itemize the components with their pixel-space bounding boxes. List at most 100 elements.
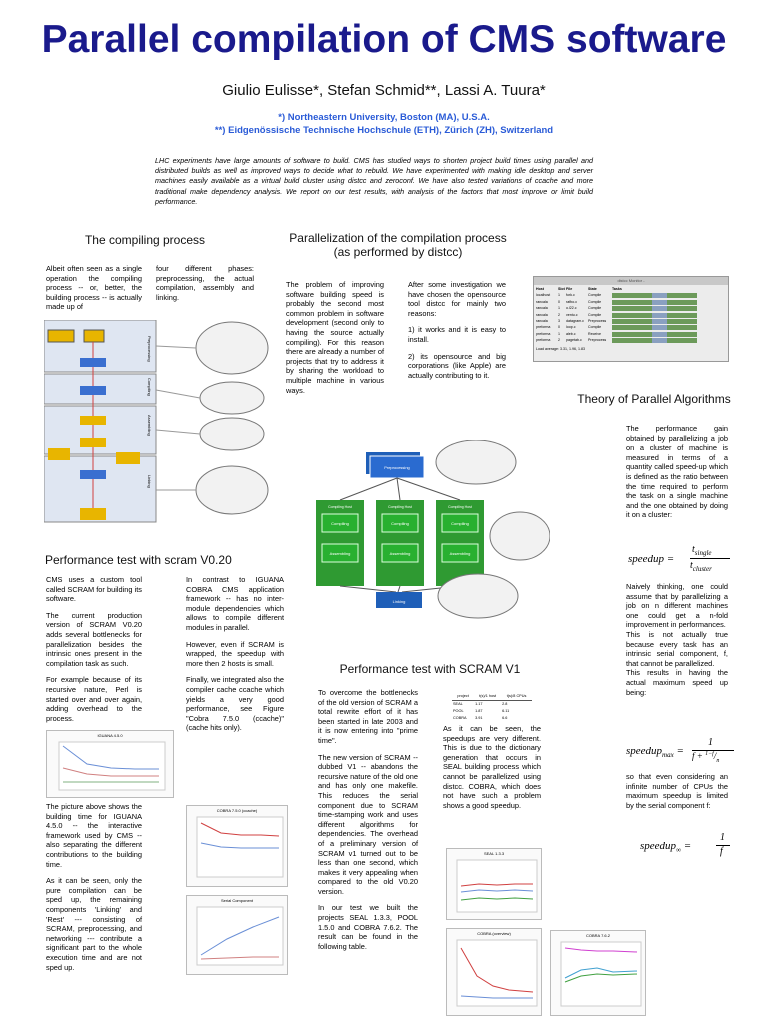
compiling-text-1: Albeit often seen as a single operation … — [46, 264, 142, 312]
paragraph: In contrast to IGUANA COBRA CMS applicat… — [186, 575, 284, 632]
source-file-box — [47, 329, 75, 343]
paragraph: The picture above shows the building tim… — [46, 802, 142, 869]
equation-speedup-max: speedupmax = 1 f + 1−f/n — [626, 737, 738, 767]
cobra-overview-chart: COBRA (overview) — [446, 928, 542, 1016]
cobra-762-chart-title: COBRA 7.6.2 — [585, 933, 610, 938]
paragraph: For example because of its recursive nat… — [46, 675, 142, 723]
series-line — [460, 995, 533, 999]
cobra-ccache-chart: COBRA 7.5.0 (ccache) — [186, 805, 288, 887]
table-cell: 2.8 — [502, 702, 508, 706]
series-line — [460, 947, 534, 993]
distcc-text-2: After some investigation we have chosen … — [408, 280, 506, 387]
cobra-ccache-chart-plot — [196, 816, 284, 878]
monitor-row: rancala 2 ventu.c Compile — [536, 312, 726, 318]
connector — [155, 429, 201, 435]
plot-area — [456, 939, 538, 1007]
flow-arrow — [397, 585, 401, 593]
linking-box — [376, 592, 422, 608]
heading-compiling-process: The compiling process — [84, 233, 206, 247]
note-cloud — [199, 417, 265, 451]
monitor-cell: Compile — [588, 312, 602, 317]
paragraph: This results in having the actual maximu… — [626, 668, 728, 697]
series-line — [564, 947, 638, 953]
monitor-cell: State — [588, 287, 597, 291]
monitor-cell: loop.c — [566, 325, 576, 330]
affiliation-1: *) Northeastern University, Boston (MA),… — [278, 112, 490, 123]
note-cloud — [195, 465, 269, 515]
scram020-text-1: CMS uses a custom tool called SCRAM for … — [46, 575, 142, 730]
phase-label-compiling: Compiling — [147, 378, 152, 396]
table-cell: 6.6 — [502, 716, 508, 720]
flow-arrow — [396, 477, 401, 501]
paragraph: 2) its opensource and big corporations (… — [408, 351, 506, 380]
assemble-box — [321, 543, 359, 563]
flow-arrow — [396, 477, 461, 501]
compile-box — [441, 513, 479, 533]
series-line — [200, 822, 280, 837]
monitor-cell: 1 — [558, 306, 560, 311]
task-bar — [612, 299, 712, 305]
paragraph: This is not actually true because every … — [626, 629, 728, 668]
paragraph: To overcome the bottlenecks of the old v… — [318, 688, 418, 745]
paragraph: As it can be seen, only the pure compila… — [46, 876, 142, 972]
monitor-cell: rancala — [536, 312, 548, 317]
object-node — [80, 438, 106, 447]
series-line — [200, 842, 279, 849]
paragraph: In our test we built the projects SEAL 1… — [318, 903, 418, 951]
flow-arrow — [339, 585, 397, 593]
monitor-cell: 1 — [558, 293, 560, 298]
obj-file-a — [48, 448, 70, 460]
compile-box — [381, 513, 419, 533]
compile-label: Compiling — [331, 521, 349, 526]
assemble-label: Assembling — [390, 551, 411, 556]
theory-text-1: The performance gain obtained by paralle… — [626, 424, 728, 520]
series-line — [564, 967, 638, 979]
cobra-762-chart-plot — [560, 941, 642, 1007]
monitor-cell: 2 — [558, 312, 560, 317]
task-bar — [612, 338, 712, 344]
monitor-cell: rancala — [536, 299, 548, 304]
monitor-cell: datagram.c — [566, 319, 584, 324]
compile-label: Compiling — [451, 521, 469, 526]
heading-line: (as performed by distcc) — [333, 245, 463, 259]
assemble-box — [441, 543, 479, 563]
host-column-1: Compiling Host Compiling Assembling — [316, 500, 364, 586]
connector — [155, 345, 197, 349]
assemble-label: Assembling — [330, 551, 351, 556]
poster-title: Parallel compilation of CMS software — [41, 18, 727, 61]
seal-chart-title: SEAL 1.3.3 — [483, 851, 505, 856]
plot-area — [456, 859, 538, 913]
linking-label: Linking — [393, 599, 406, 604]
equation-speedup-infinity: speedup∞ = 1 f — [640, 832, 730, 862]
serial-component-chart-plot — [196, 906, 284, 966]
executable-box — [80, 508, 106, 520]
serial-component-chart-title: Serial Component — [220, 898, 254, 903]
scramv1-text-1: To overcome the bottlenecks of the old v… — [318, 688, 418, 958]
phase-label-assembling: Assembling — [147, 415, 152, 436]
iguana-chart-title: IGUANA 4.5.0 — [97, 733, 123, 738]
monitor-cell: ventu.c — [566, 312, 578, 317]
compile-box — [321, 513, 359, 533]
note-cloud — [489, 511, 550, 561]
table-cell: POOL — [453, 709, 464, 713]
table-cell: 6.11 — [502, 709, 510, 713]
seal-chart: SEAL 1.3.3 — [446, 848, 542, 920]
table-header-cell: t(s)/1 host — [474, 693, 502, 701]
table-cell: COBRA — [453, 716, 467, 720]
heading-theory: Theory of Parallel Algorithms — [577, 392, 731, 406]
monitor-cell: Preprocess — [588, 319, 607, 324]
compiling-diagram: Preprocessing Compiling Assembling Linki… — [44, 320, 269, 523]
monitor-cell: aleb.c — [566, 331, 576, 336]
note-cloud — [199, 381, 265, 415]
abstract: LHC experiments have large amounts of so… — [155, 156, 593, 206]
host-label: Compiling Host — [328, 505, 352, 509]
assemble-label: Assembling — [450, 551, 471, 556]
host-label: Compiling Host — [388, 505, 412, 509]
